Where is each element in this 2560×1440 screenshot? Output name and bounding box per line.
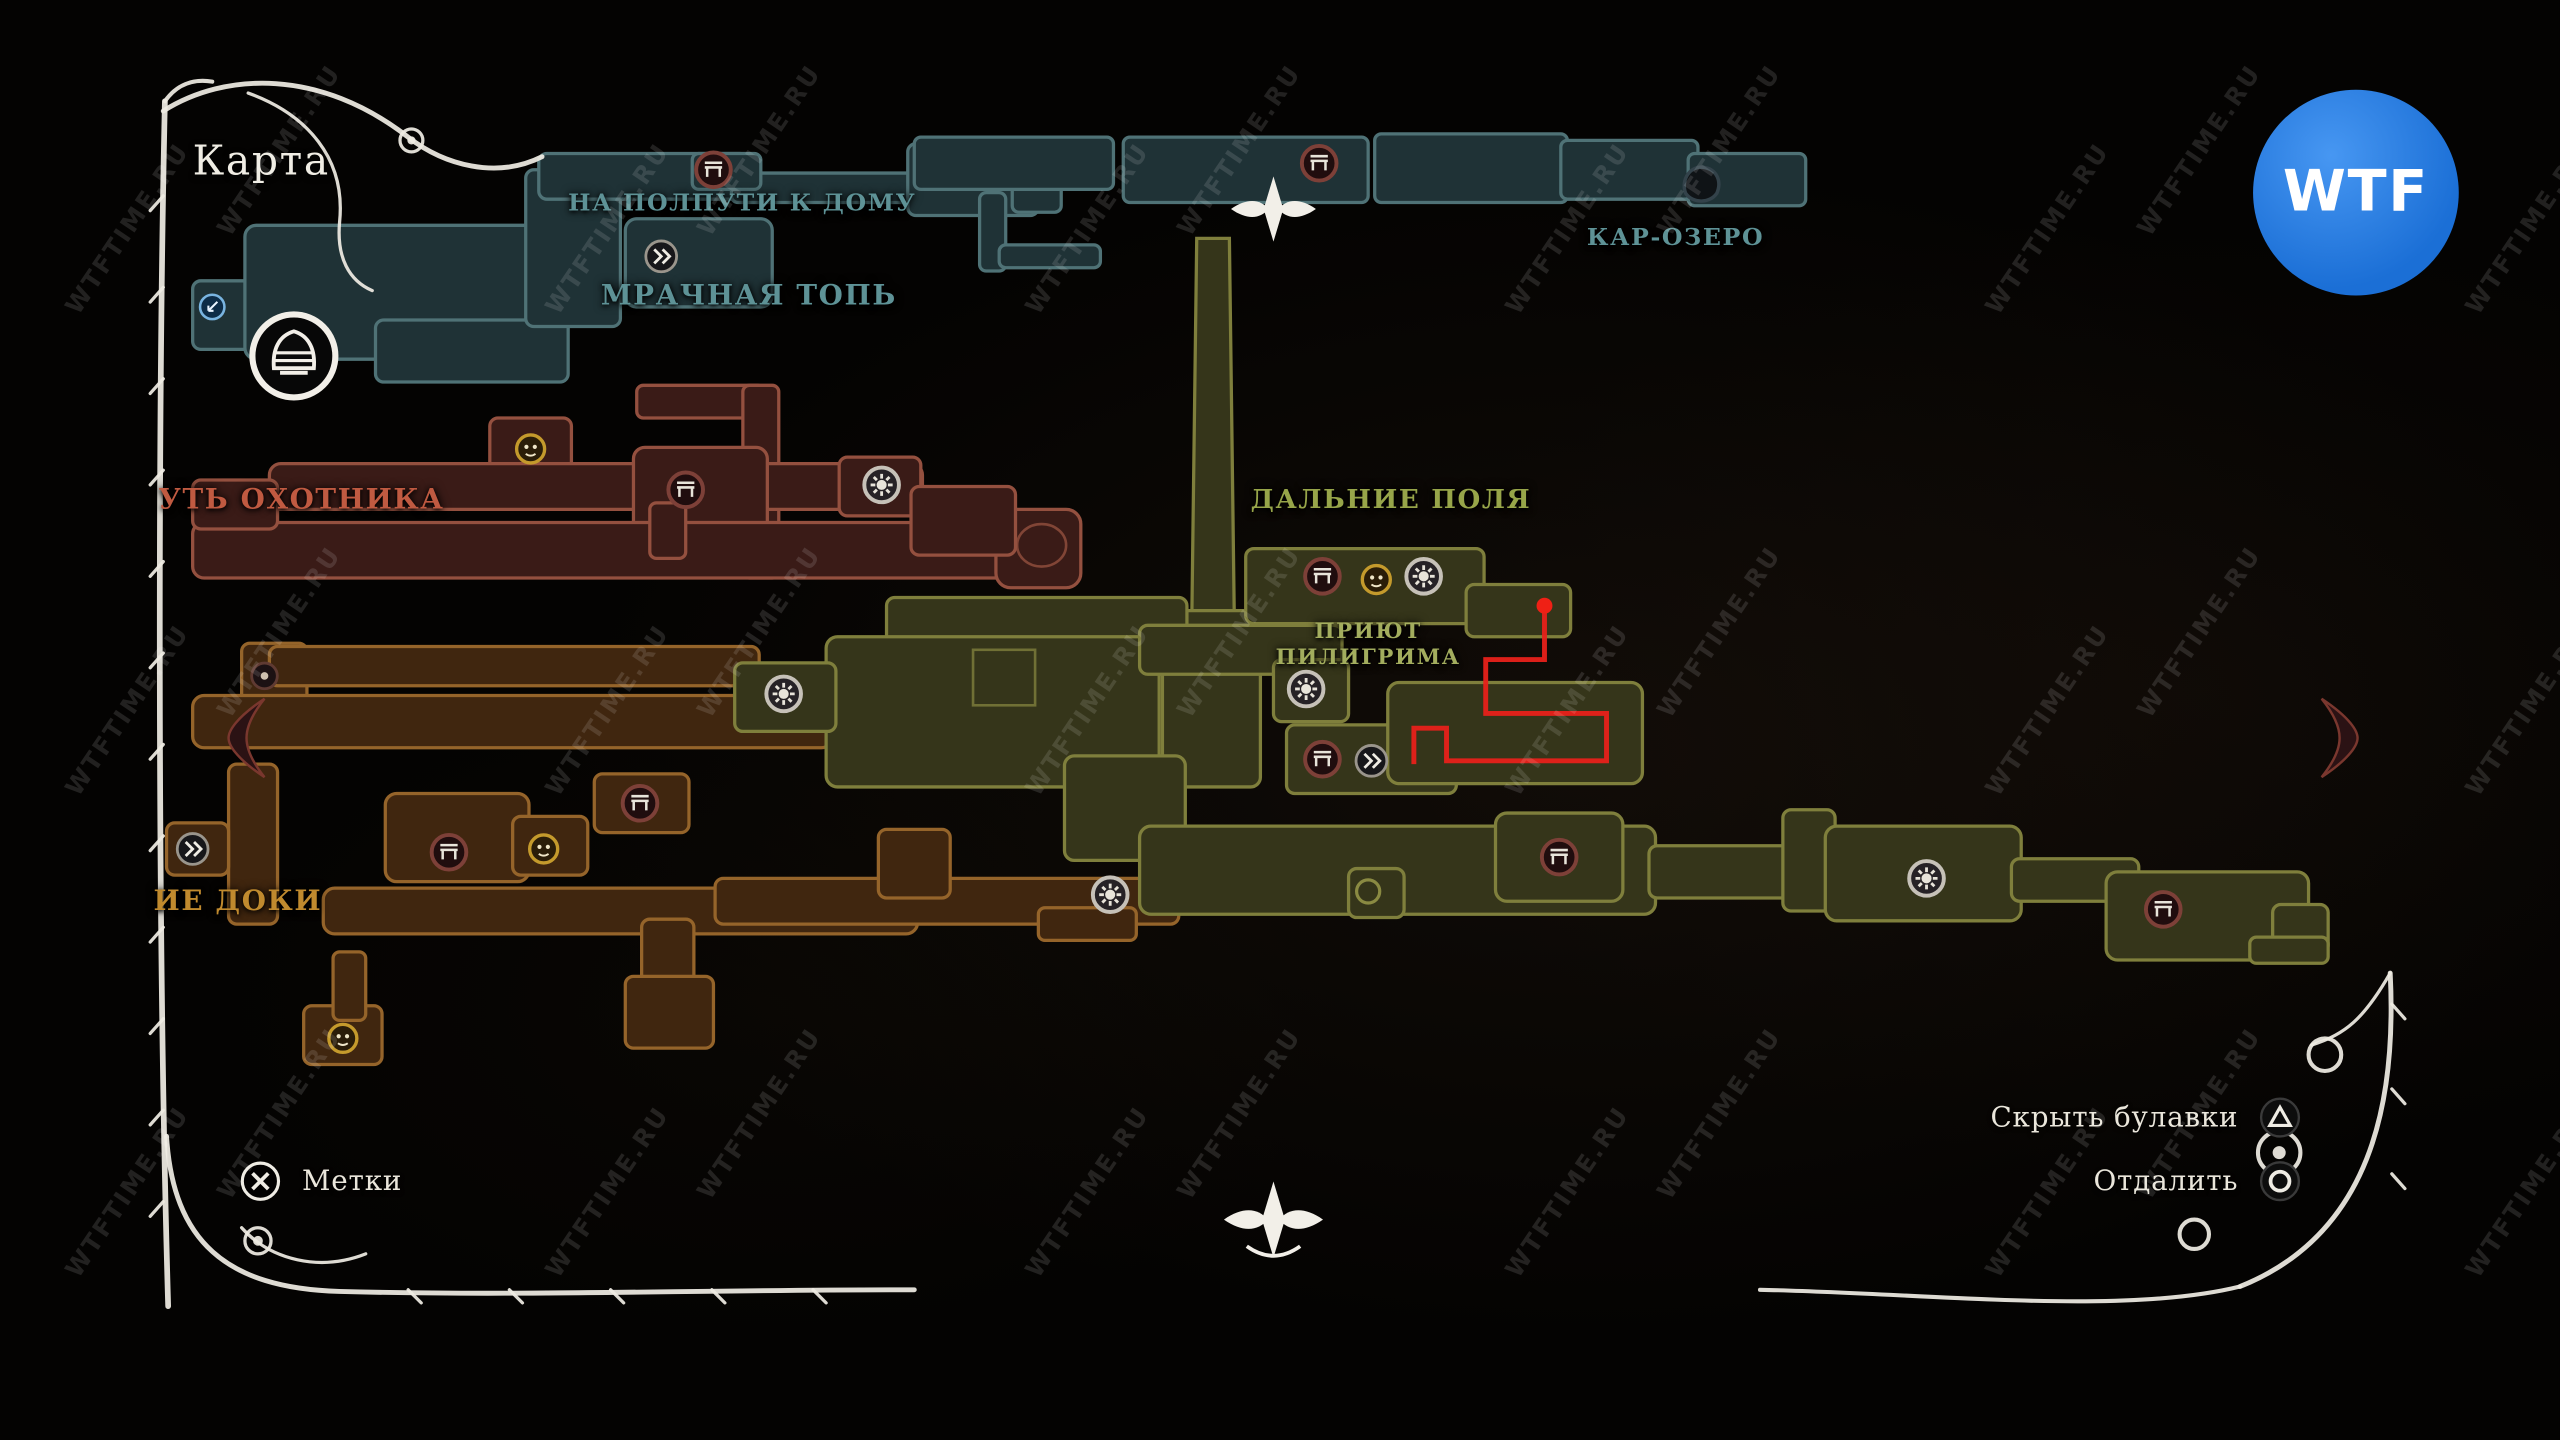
pin-route-line [1411, 607, 1609, 765]
zoom-out-label: Отдалить [2093, 1164, 2239, 1198]
cross-button-icon[interactable] [238, 1159, 282, 1203]
page-title: Карта [192, 137, 330, 185]
pin-icon [1532, 593, 1556, 617]
bench-icon [1300, 737, 1344, 781]
bell-icon [242, 304, 346, 408]
bench-icon [691, 148, 735, 192]
region-label-kar-lake: КАР-ОЗЕРО [1586, 223, 1765, 252]
ring-icon [1350, 873, 1386, 909]
region-label-gloomy-mire: МРАЧНАЯ ТОПЬ [600, 279, 897, 313]
gear-icon [860, 463, 904, 507]
charm-icon [511, 429, 550, 468]
zoom-out-control[interactable]: Отдалить [2093, 1159, 2302, 1203]
bench-icon [618, 781, 662, 825]
wtf-logo: WTF [2253, 89, 2459, 296]
region-brown-rooms [164, 641, 1181, 1067]
gear-icon [1402, 554, 1446, 598]
wtf-logo-text: WTF [2282, 159, 2429, 226]
circle-button-icon[interactable] [2258, 1159, 2302, 1203]
marks-control[interactable]: Метки [238, 1159, 402, 1203]
blob-icon [1673, 155, 1729, 211]
fast-icon [173, 829, 212, 868]
region-label-docks: ИЕ ДОКИ [153, 885, 323, 919]
top-fleur-ornament [1224, 173, 1322, 245]
bench-icon [1300, 554, 1344, 598]
charm-icon [524, 829, 563, 868]
prev-area-arrow[interactable] [216, 692, 281, 783]
charm-icon [323, 1019, 362, 1058]
triangle-button-icon[interactable] [2258, 1096, 2302, 1140]
gear-icon [1088, 873, 1132, 917]
bench-icon [1537, 835, 1581, 879]
bottom-fleur-ornament [1216, 1177, 1330, 1262]
region-olive-rooms [733, 236, 2330, 965]
station-icon [247, 658, 283, 694]
gear-icon [1284, 667, 1328, 711]
hide-pins-label: Скрыть булавки [1990, 1101, 2239, 1134]
charm-icon [1357, 560, 1396, 599]
region-label-halfway-home: НА ПОЛПУТИ К ДОМУ [568, 189, 917, 218]
fast-icon [642, 237, 681, 276]
region-label-pilgrims-rest: ПРИЮТ ПИЛИГРИМА [1275, 619, 1461, 672]
bench-icon [427, 830, 471, 874]
region-teal-rooms [191, 132, 1808, 384]
fast-icon [1352, 741, 1391, 780]
region-label-far-fields: ДАЛЬНИЕ ПОЛЯ [1250, 483, 1532, 515]
hide-pins-control[interactable]: Скрыть булавки [1991, 1096, 2303, 1140]
marks-label: Метки [302, 1164, 403, 1198]
bench-icon [1297, 141, 1341, 185]
blue-icon [194, 289, 230, 325]
gear-icon [762, 672, 806, 716]
region-label-hunters-path: УТЬ ОХОТНИКА [158, 483, 445, 517]
bench-icon [2141, 887, 2185, 931]
gear-icon [1904, 856, 1948, 900]
next-area-arrow[interactable] [2305, 692, 2370, 783]
bench-icon [664, 468, 708, 512]
